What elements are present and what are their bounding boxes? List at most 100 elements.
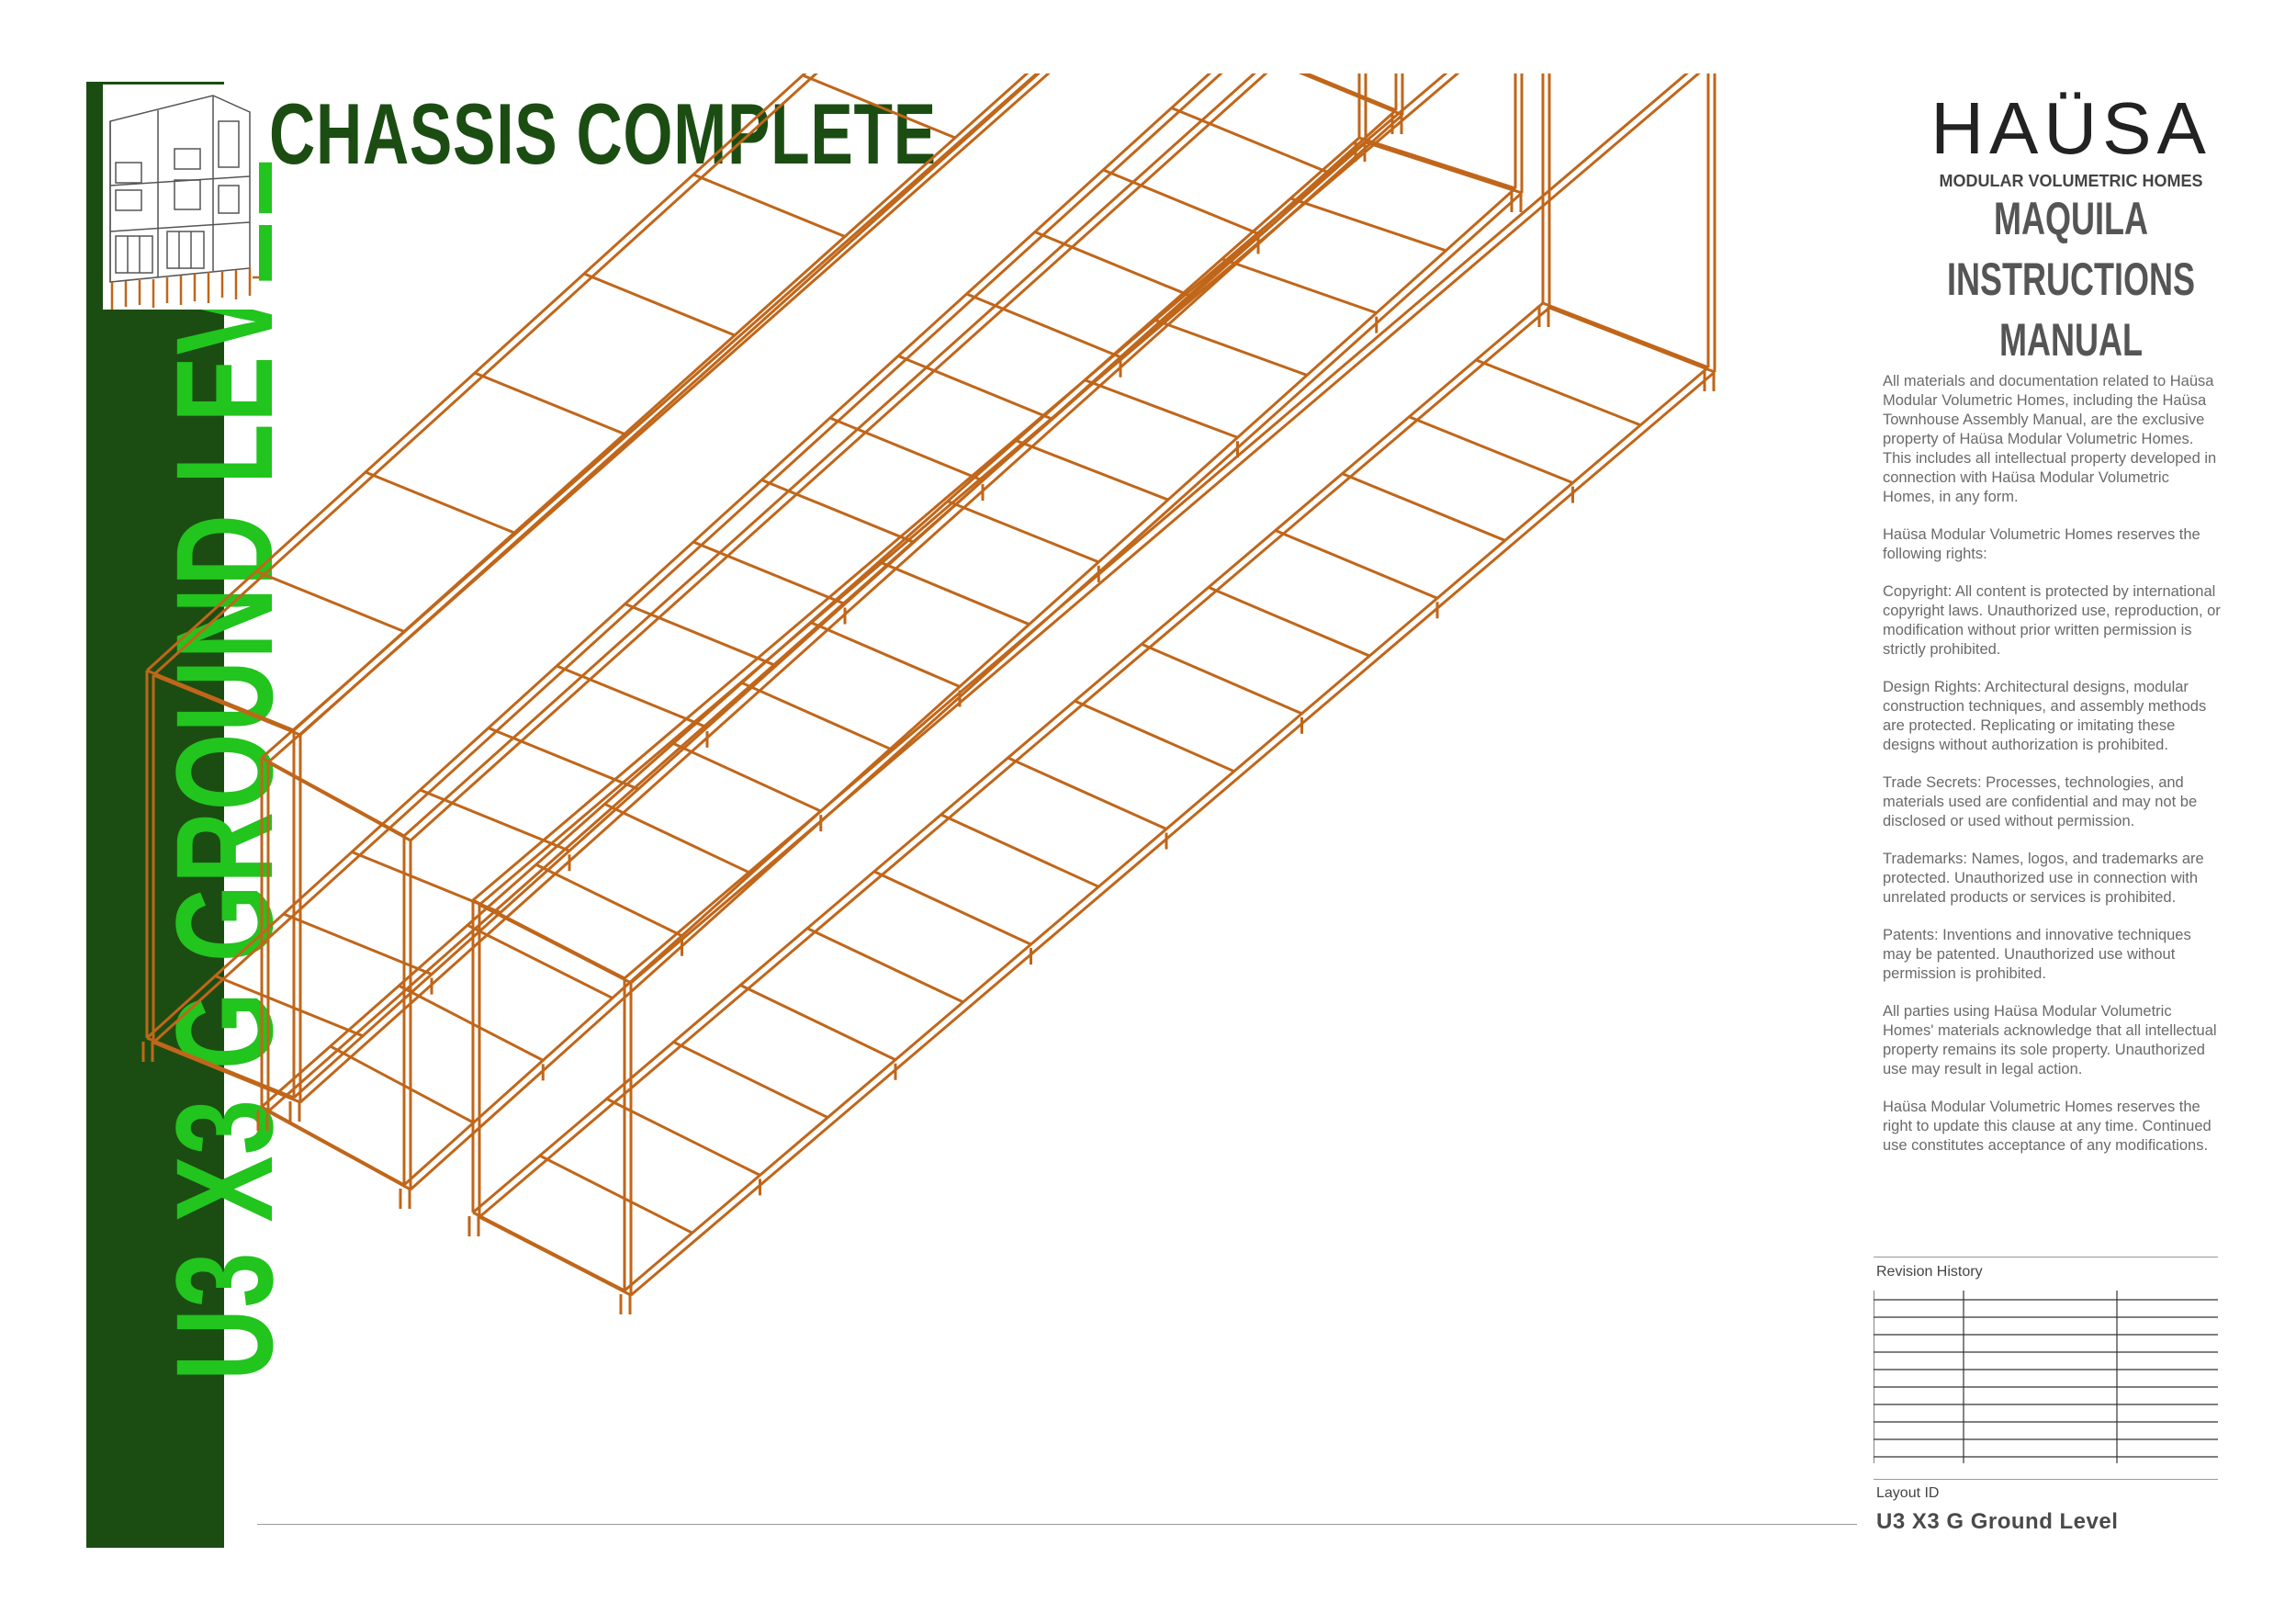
chassis-module-2-top-rail: [267, 73, 1051, 764]
chassis-module-3-top-rail: [472, 73, 1448, 902]
chassis-module-3-top-rail: [624, 73, 1689, 980]
chassis-module-2-rail: [267, 1110, 411, 1191]
chassis-module-3-top-rail: [630, 73, 1701, 985]
chassis-module-1-top-rail: [152, 73, 818, 677]
chassis-module-1-roof-joist: [474, 371, 625, 435]
chassis-module-1-roof-joist: [583, 272, 736, 337]
manual-title-line: INSTRUCTIONS: [1947, 254, 2195, 305]
brand-block: HAÜSA MODULAR VOLUMETRIC HOMES: [1887, 87, 2255, 191]
chassis-module-1-top-rail: [292, 73, 1030, 732]
chassis-module-1-joist: [1034, 231, 1190, 297]
chassis-module-1-joist: [760, 479, 915, 544]
chassis-module-2-rail: [409, 191, 1524, 1191]
chassis-module-3-joist: [1208, 585, 1370, 658]
chassis-module-3-joist: [1275, 529, 1438, 600]
legal-paragraph: Trade Secrets: Processes, technologies, …: [1883, 774, 2198, 829]
chassis-module-2-top-rail: [261, 73, 1040, 760]
chassis-module-1-top-rail: [146, 669, 295, 732]
chassis-module-2-joist: [603, 802, 752, 875]
chassis-module-3-joist: [873, 870, 1032, 946]
chassis-module-2-joist: [1289, 197, 1446, 253]
chassis-module-3-rail: [630, 370, 1716, 1297]
chassis-module-2-joist: [947, 500, 1099, 564]
legal-notice: All materials and documentation related …: [1883, 372, 2223, 1174]
revision-history-label: Revision History: [1876, 1264, 1983, 1280]
chassis-module-2-rail: [1365, 141, 1523, 195]
chassis-module-1-joist: [897, 355, 1052, 421]
chassis-module-2-joist: [535, 863, 683, 938]
chassis-module-2-joist: [741, 682, 891, 750]
chassis-module-3-joist: [806, 927, 964, 1004]
chassis-module-2-joist: [1153, 318, 1308, 377]
legal-paragraph: Haüsa Modular Volumetric Homes reserves …: [1883, 526, 2200, 562]
legal-paragraph: All materials and documentation related …: [1883, 373, 2217, 505]
chassis-module-3-rail: [1548, 306, 1716, 374]
chassis-module-1-joist: [556, 664, 708, 729]
brand-tagline: MODULAR VOLUMETRIC HOMES: [1939, 172, 2203, 190]
chassis-module-2-joist: [329, 1044, 475, 1124]
chassis-module-3-joist: [739, 984, 896, 1062]
layout-divider: [1874, 1479, 2218, 1480]
chassis-module-1-joist: [625, 603, 777, 668]
chassis-module-1-joist: [1102, 168, 1259, 235]
chassis-module-1-rail: [1298, 73, 1403, 117]
chassis-module-1-rail: [152, 1041, 301, 1104]
chassis-module-3-joist: [1341, 472, 1506, 542]
chassis-module-3-joist: [539, 1154, 693, 1235]
legal-paragraph: Design Rights: Architectural designs, mo…: [1883, 679, 2207, 753]
chassis-module-1-roof-joist: [802, 73, 956, 140]
manual-title: MAQUILA INSTRUCTIONS MANUAL: [1887, 188, 2255, 370]
chassis-module-2-joist: [1084, 378, 1239, 439]
chassis-module-1-roof-joist: [255, 570, 405, 633]
chassis-module-2-top-rail: [267, 761, 411, 842]
chassis-module-2-joist: [809, 621, 961, 688]
chassis-module-2-joist: [672, 742, 822, 813]
chassis-module-3-top-rail: [478, 73, 1460, 907]
chassis-module-3-rail: [478, 1215, 632, 1297]
chassis-module-1-joist: [965, 292, 1121, 359]
chassis-module-1-joist: [1171, 107, 1328, 174]
chassis-module-1-joist: [283, 912, 433, 976]
manual-title-line: MANUAL: [1999, 314, 2143, 366]
chassis-module-1-rail: [298, 113, 1404, 1104]
chassis-module-3-joist: [1074, 699, 1235, 773]
side-band: [86, 82, 224, 1548]
chassis-module-1-rail: [152, 73, 1223, 1044]
chassis-module-3-joist: [1408, 415, 1574, 485]
chassis-module-2-joist: [1016, 439, 1169, 502]
chassis-module-1-rail: [145, 73, 1212, 1040]
chassis-module-1-joist: [692, 540, 846, 605]
layout-id-label: Layout ID: [1876, 1485, 1940, 1501]
chassis-module-1-rail: [146, 1036, 295, 1100]
manual-title-line: MAQUILA: [1994, 193, 2148, 244]
chassis-module-2-joist: [1221, 257, 1378, 315]
house-thumbnail: [103, 85, 259, 310]
chassis-module-3-joist: [1007, 756, 1167, 830]
legal-paragraph: Haüsa Modular Volumetric Homes reserves …: [1883, 1099, 2212, 1154]
chassis-module-2-rail: [1358, 136, 1516, 190]
chassis-module-3-top-rail: [478, 903, 632, 985]
chassis-module-2-top-rail: [409, 73, 1268, 842]
chassis-module-3-joist: [940, 813, 1099, 888]
chassis-module-1-roof-joist: [365, 470, 515, 535]
chassis-module-1-top-rail: [152, 673, 301, 737]
chassis-module-1-roof-joist: [692, 173, 846, 238]
chassis-module-1-joist: [419, 788, 570, 852]
chassis-module-3-joist: [672, 1041, 828, 1119]
legal-paragraph: Patents: Inventions and innovative techn…: [1883, 927, 2191, 982]
revision-table: [1874, 1291, 2218, 1463]
chassis-module-2-joist: [878, 560, 1030, 626]
chassis-module-3-joist: [1141, 642, 1303, 716]
legal-paragraph: Copyright: All content is protected by i…: [1883, 583, 2221, 658]
chassis-module-3-joist: [1475, 358, 1641, 427]
chassis-module-3-rail: [1542, 301, 1709, 369]
footer-rule: [257, 1524, 1857, 1525]
brand-logo: HAÜSA: [1930, 87, 2212, 169]
chassis-module-1-top-rail: [298, 73, 1041, 737]
chassis-drawing: [141, 73, 1716, 1314]
chassis-module-2-top-rail: [402, 73, 1256, 838]
chassis-module-2-rail: [267, 141, 1367, 1113]
chassis-module-1-joist: [214, 975, 364, 1038]
legal-paragraph: Trademarks: Names, logos, and trademarks…: [1883, 851, 2204, 906]
chassis-module-2-joist: [398, 984, 544, 1062]
